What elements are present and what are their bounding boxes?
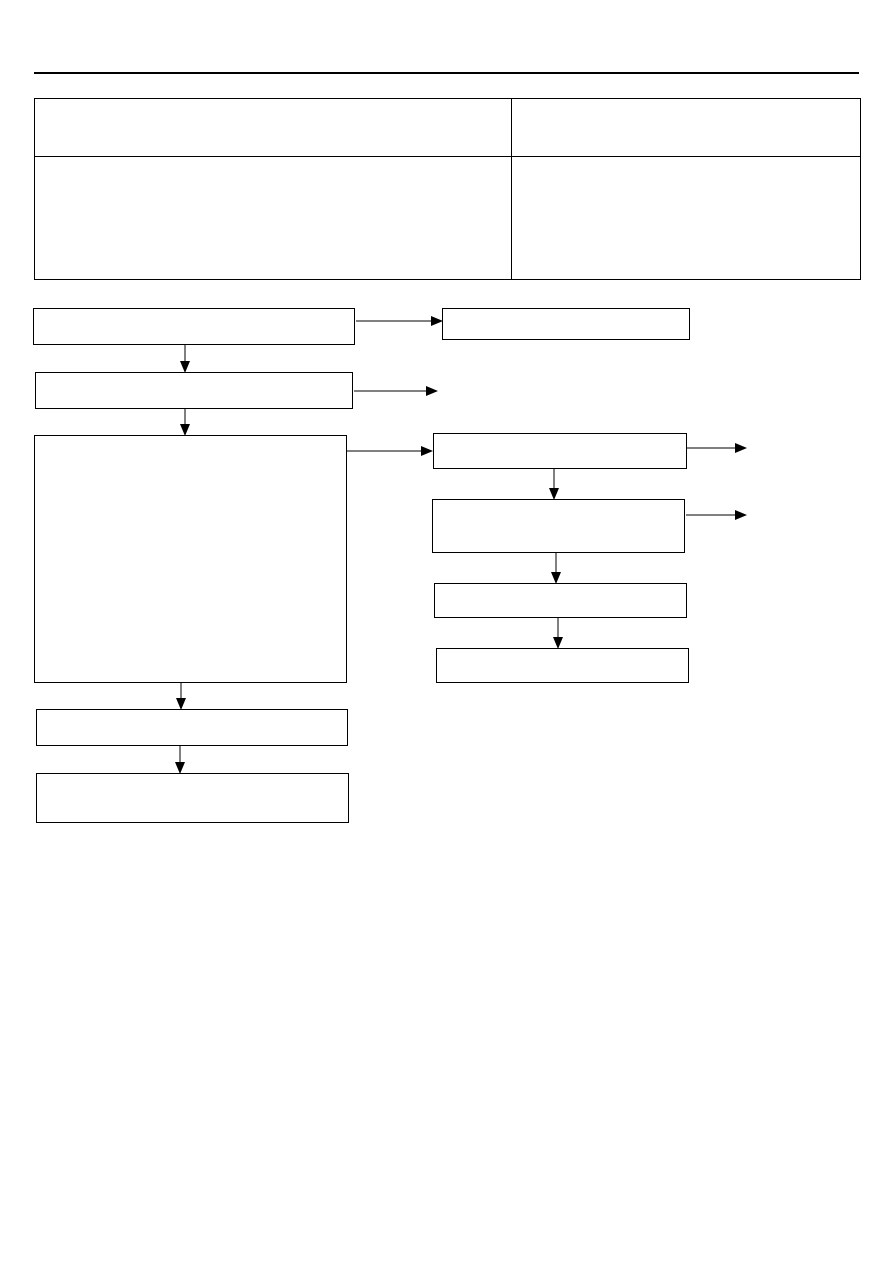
info-table-cell: [34, 156, 512, 280]
flow-step-box-2: [35, 372, 353, 409]
info-table: [34, 98, 861, 280]
info-table-row: [34, 98, 861, 157]
flow-branch-box-4: [436, 648, 689, 683]
flow-step-box-3: [34, 435, 347, 683]
flow-branch-box-3: [434, 583, 687, 618]
flow-result-box: [442, 308, 690, 340]
flow-step-box-1: [33, 308, 355, 345]
info-table-cell: [511, 98, 861, 157]
info-table-cell: [34, 98, 512, 157]
header-rule: [34, 72, 859, 74]
flow-branch-box-2: [432, 499, 685, 553]
info-table-row: [34, 156, 861, 280]
flow-step-box-5: [36, 773, 349, 823]
flow-branch-box-1: [433, 433, 687, 469]
info-table-cell: [511, 156, 861, 280]
flow-step-box-4: [36, 709, 348, 746]
